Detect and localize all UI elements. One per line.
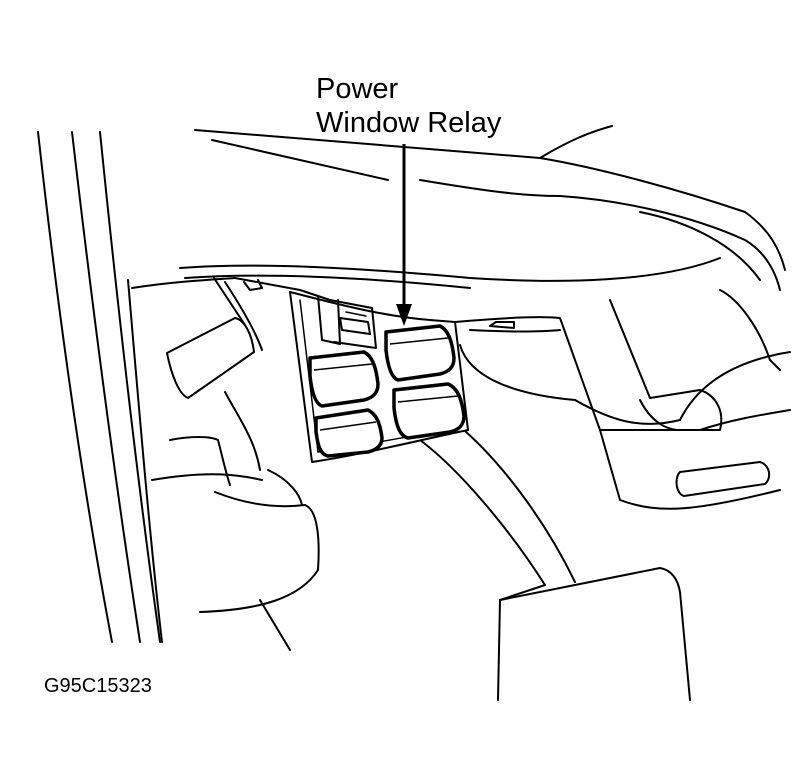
relay-connector-empty xyxy=(317,295,377,349)
steering-column xyxy=(419,424,691,701)
relay-lower-right xyxy=(392,382,466,440)
dash-right-structure xyxy=(454,289,791,510)
callout-label-line1: Power xyxy=(316,73,399,105)
lower-left-trim xyxy=(151,277,320,651)
dashboard-outline xyxy=(131,125,786,301)
figure-id: G95C15323 xyxy=(44,675,152,697)
relay-lower-left xyxy=(314,408,384,458)
door-pillar-lines xyxy=(37,131,163,643)
callout-label-line2: Window Relay xyxy=(316,107,502,139)
relay-upper-left xyxy=(308,350,380,408)
relay-power-window xyxy=(384,324,456,382)
callout-arrow xyxy=(396,144,412,326)
